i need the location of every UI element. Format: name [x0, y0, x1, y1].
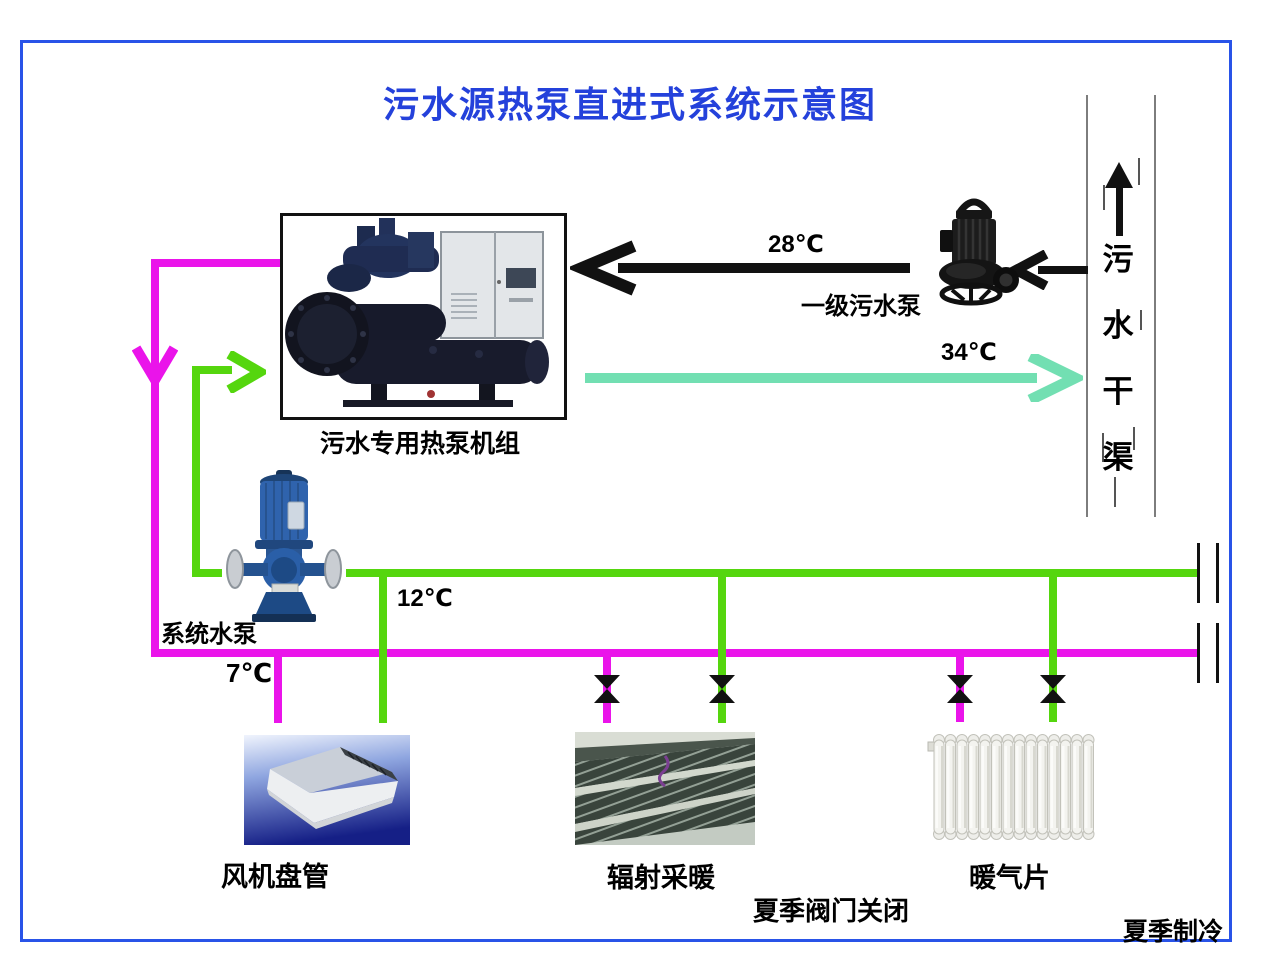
green-right-arrow-icon: [226, 351, 266, 393]
pipe-magenta-top-horizontal: [151, 259, 281, 267]
valve-icon: [947, 675, 973, 703]
heat-pump-image: [280, 213, 567, 420]
temp-chilled-return: 12℃: [397, 585, 453, 612]
green-line-terminator: [1216, 543, 1219, 603]
radiator-image: [926, 726, 1098, 848]
radiator-label: 暖气片: [969, 863, 1050, 893]
summer-valves-note: 夏季阀门关闭: [753, 896, 910, 926]
radiant-heating-image: [575, 732, 755, 845]
radiant-return-drop: [718, 573, 726, 723]
fan-coil-image: [244, 735, 410, 845]
pipe-green-main-horizontal: [192, 569, 1198, 577]
channel-tick: [1114, 477, 1116, 507]
channel-char: 渠: [1102, 440, 1134, 475]
temp-sewage-supply: 28℃: [768, 231, 824, 258]
channel-flow-up-arrow-icon: [1105, 162, 1133, 236]
system-pump-label: 系统水泵: [161, 621, 257, 648]
pipe-green-top-horizontal: [192, 366, 232, 374]
submersible-pump-image: [939, 198, 1019, 306]
channel-to-pump-arrow-icon: [1006, 250, 1088, 290]
fan-coil-label: 风机盘管: [221, 862, 329, 892]
pipe-magenta-main-horizontal: [151, 649, 1198, 657]
fan-coil-return-drop: [379, 573, 387, 723]
channel-tick: [1140, 310, 1142, 330]
sewage-return-arrow-icon: [585, 354, 1083, 402]
fan-coil-supply-drop: [274, 653, 282, 723]
pipe-magenta-left-vertical: [151, 259, 159, 657]
channel-line-right: [1154, 95, 1156, 517]
border-frame: [20, 40, 1232, 942]
system-pump-image: [222, 468, 346, 626]
channel-tick: [1102, 433, 1104, 462]
radiant-heating-label: 辐射采暖: [607, 863, 715, 893]
magenta-line-terminator: [1216, 623, 1219, 683]
channel-char: 干: [1102, 374, 1134, 409]
heat-pump-unit-label: 污水专用热泵机组: [320, 430, 521, 458]
channel-label: 污 水 干 渠: [1098, 234, 1138, 477]
green-line-terminator: [1197, 543, 1200, 603]
pipe-green-left-vertical: [192, 366, 200, 577]
channel-char: 水: [1102, 308, 1134, 343]
sewage-supply-arrow-icon: [570, 240, 910, 296]
channel-tick: [1138, 158, 1140, 185]
valve-icon: [709, 675, 735, 703]
channel-tick: [1103, 185, 1105, 210]
summer-cooling-note: 夏季制冷: [1123, 918, 1224, 946]
channel-line-left: [1086, 95, 1088, 517]
magenta-line-terminator: [1197, 623, 1200, 683]
valve-icon: [1040, 675, 1066, 703]
diagram-title: 污水源热泵直进式系统示意图: [382, 84, 878, 125]
temp-sewage-return: 34℃: [941, 339, 997, 366]
magenta-down-arrow-icon: [132, 345, 178, 386]
radiator-return-drop: [1049, 573, 1057, 722]
channel-tick: [1133, 427, 1135, 450]
temp-chilled-supply: 7℃: [226, 658, 272, 688]
channel-char: 污: [1102, 242, 1134, 277]
valve-icon: [594, 675, 620, 703]
primary-sewage-pump-label: 一级污水泵: [801, 293, 921, 320]
